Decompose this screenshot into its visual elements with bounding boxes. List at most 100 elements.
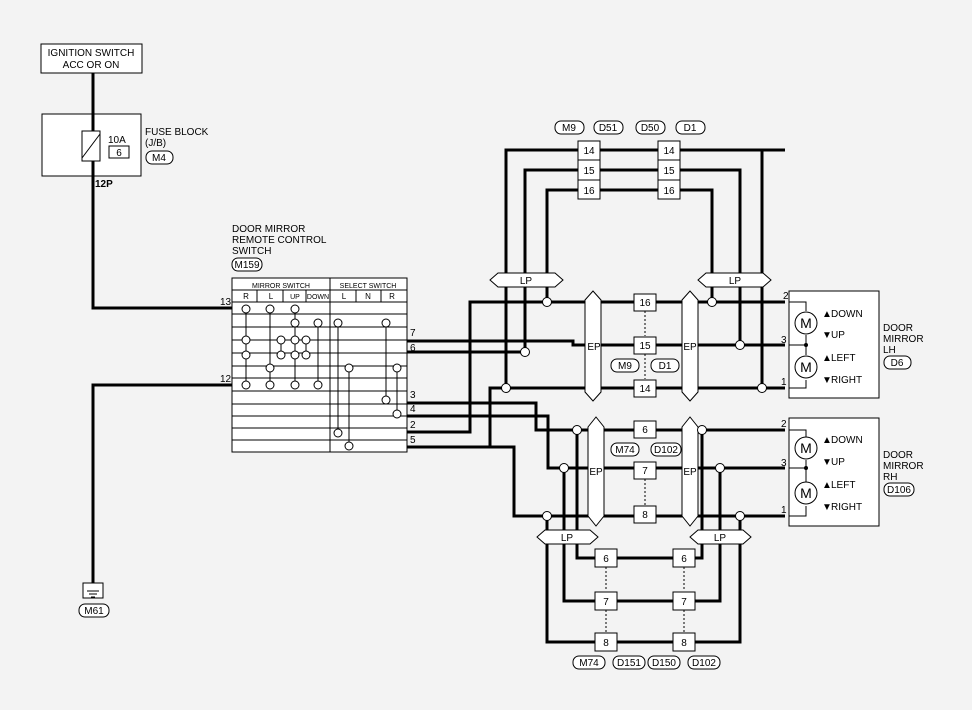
- splice-points: [501, 297, 767, 521]
- ignition-line2: ACC OR ON: [63, 60, 120, 71]
- bot-left-pin-8: 8: [603, 638, 609, 649]
- switch-pin-3: 3: [410, 390, 416, 401]
- col-select-r: R: [389, 292, 395, 301]
- top-left-pin-14: 14: [583, 146, 595, 157]
- mid-upper-pin-14: 14: [639, 384, 651, 395]
- mid-lower-conn-d102: D102: [654, 445, 678, 456]
- col-mirror-up: UP: [290, 294, 300, 301]
- bottom-connectors: 6 7 8 6 7 8 M74 D151 D150 D102: [572, 548, 721, 670]
- lp-upper-left: LP: [489, 272, 564, 288]
- ep-lower-left-label: EP: [589, 467, 603, 478]
- switch-title-2: REMOTE CONTROL: [232, 235, 327, 246]
- rh-connector: D106: [887, 485, 911, 496]
- rh-label-down: DOWN: [831, 435, 863, 446]
- lh-title-2: MIRROR: [883, 334, 924, 345]
- col-mirror-l: L: [269, 292, 274, 301]
- select-switch-header: SELECT SWITCH: [340, 283, 397, 290]
- lh-title-3: LH: [883, 345, 896, 356]
- lh-pin-2: 2: [783, 291, 789, 302]
- lp-lower-left: LP: [536, 529, 599, 545]
- switch-title-1: DOOR MIRROR: [232, 224, 305, 235]
- switch-pin-6: 6: [410, 343, 416, 354]
- ep-upper-left-label: EP: [587, 342, 601, 353]
- lh-down-arrow-icon: ▲: [822, 309, 832, 320]
- rh-left-arrow-icon: ▲: [822, 480, 832, 491]
- lh-label-down: DOWN: [831, 309, 863, 320]
- rh-motor-label-2: M: [800, 485, 812, 501]
- mid-lower-pin-7: 7: [642, 466, 648, 477]
- rh-title-1: DOOR: [883, 450, 913, 461]
- bot-conn-d102: D102: [692, 658, 716, 669]
- top-right-pin-14: 14: [663, 146, 675, 157]
- lh-left-arrow-icon: ▲: [822, 353, 832, 364]
- lh-label-up: UP: [831, 330, 845, 341]
- bot-right-pin-6: 6: [681, 554, 687, 565]
- rh-pin-2: 2: [781, 419, 787, 430]
- ep-lower-left: EP: [587, 416, 605, 527]
- bot-right-pin-8: 8: [681, 638, 687, 649]
- wire-switch-ground: [91, 383, 232, 587]
- rh-label-left: LEFT: [831, 480, 855, 491]
- mid-lower-connector: 6 M74 D102 7 8: [610, 420, 682, 524]
- col-select-n: N: [365, 292, 371, 301]
- bot-conn-d150: D150: [652, 658, 676, 669]
- top-left-pin-15: 15: [583, 166, 595, 177]
- bot-right-pin-7: 7: [681, 597, 687, 608]
- fuse-pin: 12P: [95, 179, 113, 190]
- switch-pin-12: 12: [220, 374, 232, 385]
- lh-up-arrow-icon: ▼: [822, 330, 832, 341]
- mid-upper-connector: 16 15 14 M9 D1: [610, 293, 680, 398]
- top-conn-d1: D1: [684, 123, 697, 134]
- fuse-number: 6: [116, 148, 122, 159]
- col-mirror-down: DOWN: [307, 294, 329, 301]
- ground-symbol: M61: [78, 582, 110, 618]
- fuse-connector: M4: [152, 153, 166, 164]
- switch-pin-5: 5: [410, 435, 416, 446]
- switch-pin-2: 2: [410, 420, 416, 431]
- rh-right-arrow-icon: ▼: [822, 502, 832, 513]
- lh-pin-1: 1: [781, 377, 787, 388]
- ep-upper-right: EP: [681, 290, 699, 402]
- rh-motor-updown-icon: [794, 436, 818, 460]
- ignition-line1: IGNITION SWITCH: [48, 48, 135, 59]
- rh-motor-label-1: M: [800, 440, 812, 456]
- lh-pin-3: 3: [781, 335, 787, 346]
- rh-pin-3: 3: [781, 458, 787, 469]
- ep-lower-right: EP: [681, 416, 699, 527]
- top-conn-d50: D50: [641, 123, 660, 134]
- switch-title-3: SWITCH: [232, 246, 271, 257]
- lh-connector: D6: [891, 358, 904, 369]
- bot-left-pin-7: 7: [603, 597, 609, 608]
- lp-upper-right: LP: [697, 272, 772, 288]
- mid-lower-conn-m74: M74: [615, 445, 635, 456]
- rh-down-arrow-icon: ▲: [822, 435, 832, 446]
- mid-lower-pin-8: 8: [642, 510, 648, 521]
- lp-lower-right: LP: [689, 529, 752, 545]
- ep-lower-right-label: EP: [683, 467, 697, 478]
- switch-pin-13: 13: [220, 297, 232, 308]
- switch-connector: M159: [234, 260, 259, 271]
- top-conn-m9: M9: [562, 123, 576, 134]
- lh-title-1: DOOR: [883, 323, 913, 334]
- mid-lower-pin-6: 6: [642, 425, 648, 436]
- mid-upper-pin-15: 15: [639, 341, 651, 352]
- rh-title-3: RH: [883, 472, 897, 483]
- door-mirror-lh: 2 3 1 M M ▲ DOWN ▼ UP ▲ LEFT ▼ RIGHT DOO…: [781, 290, 924, 399]
- rh-label-up: UP: [831, 457, 845, 468]
- rh-label-right: RIGHT: [831, 502, 862, 513]
- lh-right-arrow-icon: ▼: [822, 375, 832, 386]
- top-conn-d51: D51: [599, 123, 618, 134]
- mid-upper-conn-m9: M9: [618, 361, 632, 372]
- top-right-pin-15: 15: [663, 166, 675, 177]
- bot-conn-m74: M74: [579, 658, 599, 669]
- lh-label-right: RIGHT: [831, 375, 862, 386]
- lh-motor-label-1: M: [800, 315, 812, 331]
- fuse-amp: 10A: [108, 135, 126, 146]
- mirror-switch-header: MIRROR SWITCH: [252, 283, 310, 290]
- rh-title-2: MIRROR: [883, 461, 924, 472]
- lp-upper-right-label: LP: [729, 276, 742, 287]
- bot-left-pin-6: 6: [603, 554, 609, 565]
- lp-upper-left-label: LP: [520, 276, 533, 287]
- mid-upper-conn-d1: D1: [659, 361, 672, 372]
